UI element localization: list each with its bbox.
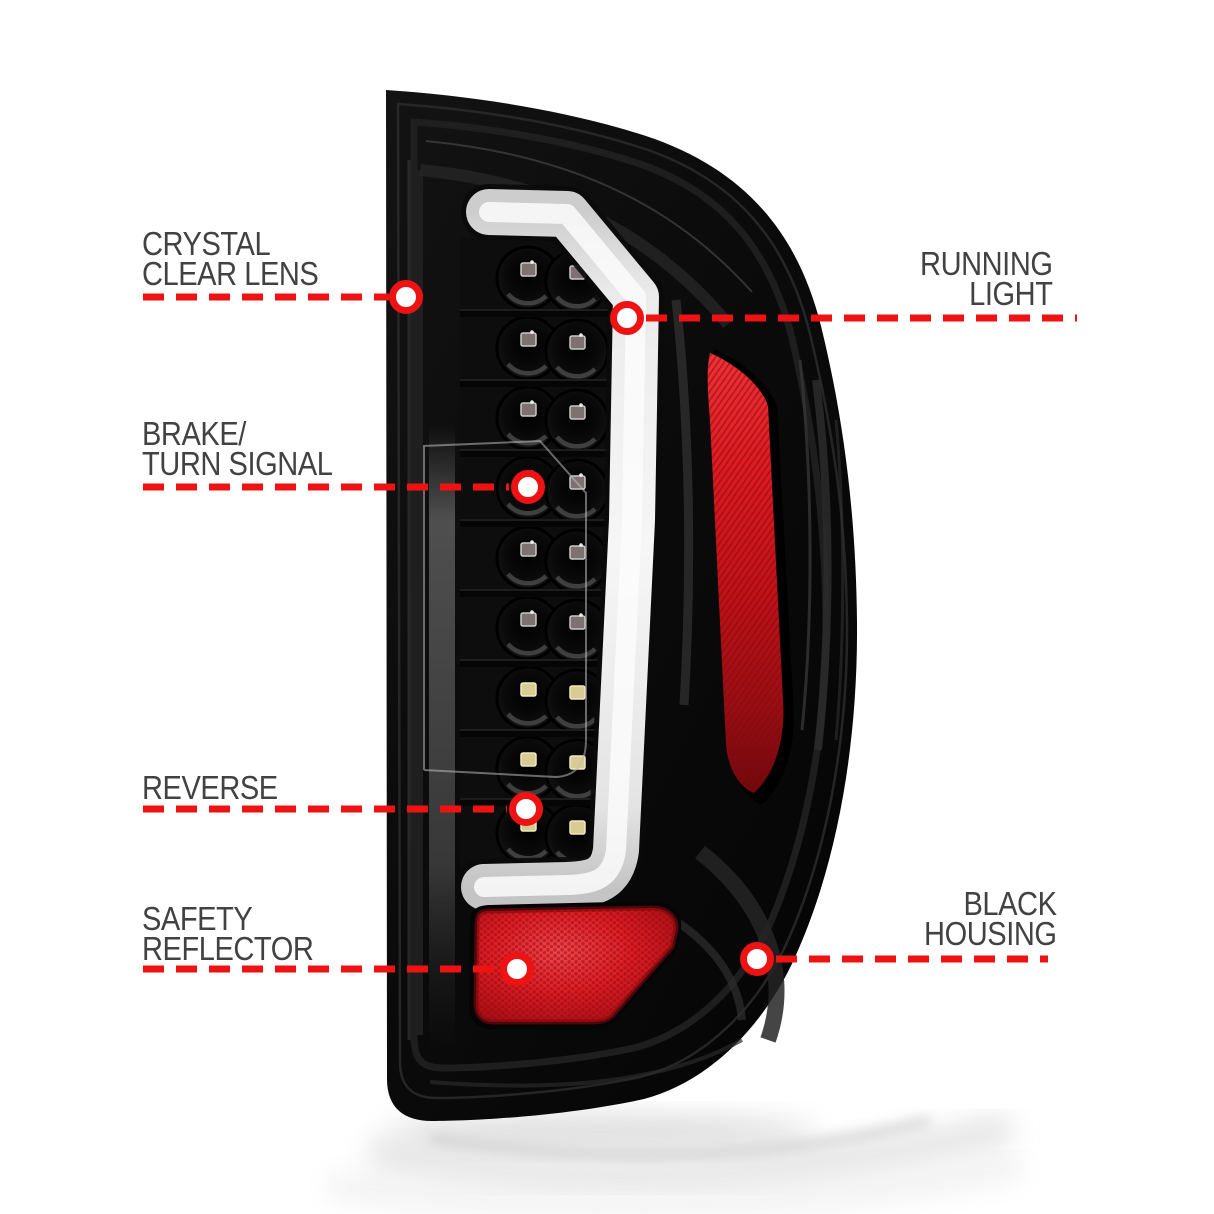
label-line: SAFETY	[142, 900, 253, 937]
lens-seam-line	[423, 439, 587, 779]
label-line: REFLECTOR	[142, 930, 314, 967]
label-line: CLEAR LENS	[142, 255, 319, 292]
lens-interior	[407, 140, 845, 1088]
label-line: REVERSE	[142, 769, 278, 806]
label-black-housing: BLACK HOUSING	[924, 885, 1058, 952]
side-reflector	[707, 349, 794, 805]
label-line: TURN SIGNAL	[142, 445, 333, 482]
floor-reflection	[328, 1115, 1023, 1213]
label-line: HOUSING	[924, 915, 1058, 952]
safety-reflector	[469, 901, 682, 1029]
label-running-light: RUNNING LIGHT	[919, 245, 1053, 312]
label-line: BRAKE/	[142, 415, 246, 452]
label-line: LIGHT	[968, 275, 1053, 312]
running-light-bar	[456, 184, 664, 915]
label-line: BLACK	[963, 885, 1057, 922]
label-line: RUNNING	[919, 245, 1053, 282]
label-crystal-clear-lens: CRYSTAL CLEAR LENS	[142, 225, 319, 292]
label-reverse: REVERSE	[142, 769, 278, 806]
label-safety-reflector: SAFETY REFLECTOR	[142, 900, 314, 967]
label-brake-turn-signal: BRAKE/ TURN SIGNAL	[142, 415, 333, 482]
label-line: CRYSTAL	[142, 225, 271, 262]
